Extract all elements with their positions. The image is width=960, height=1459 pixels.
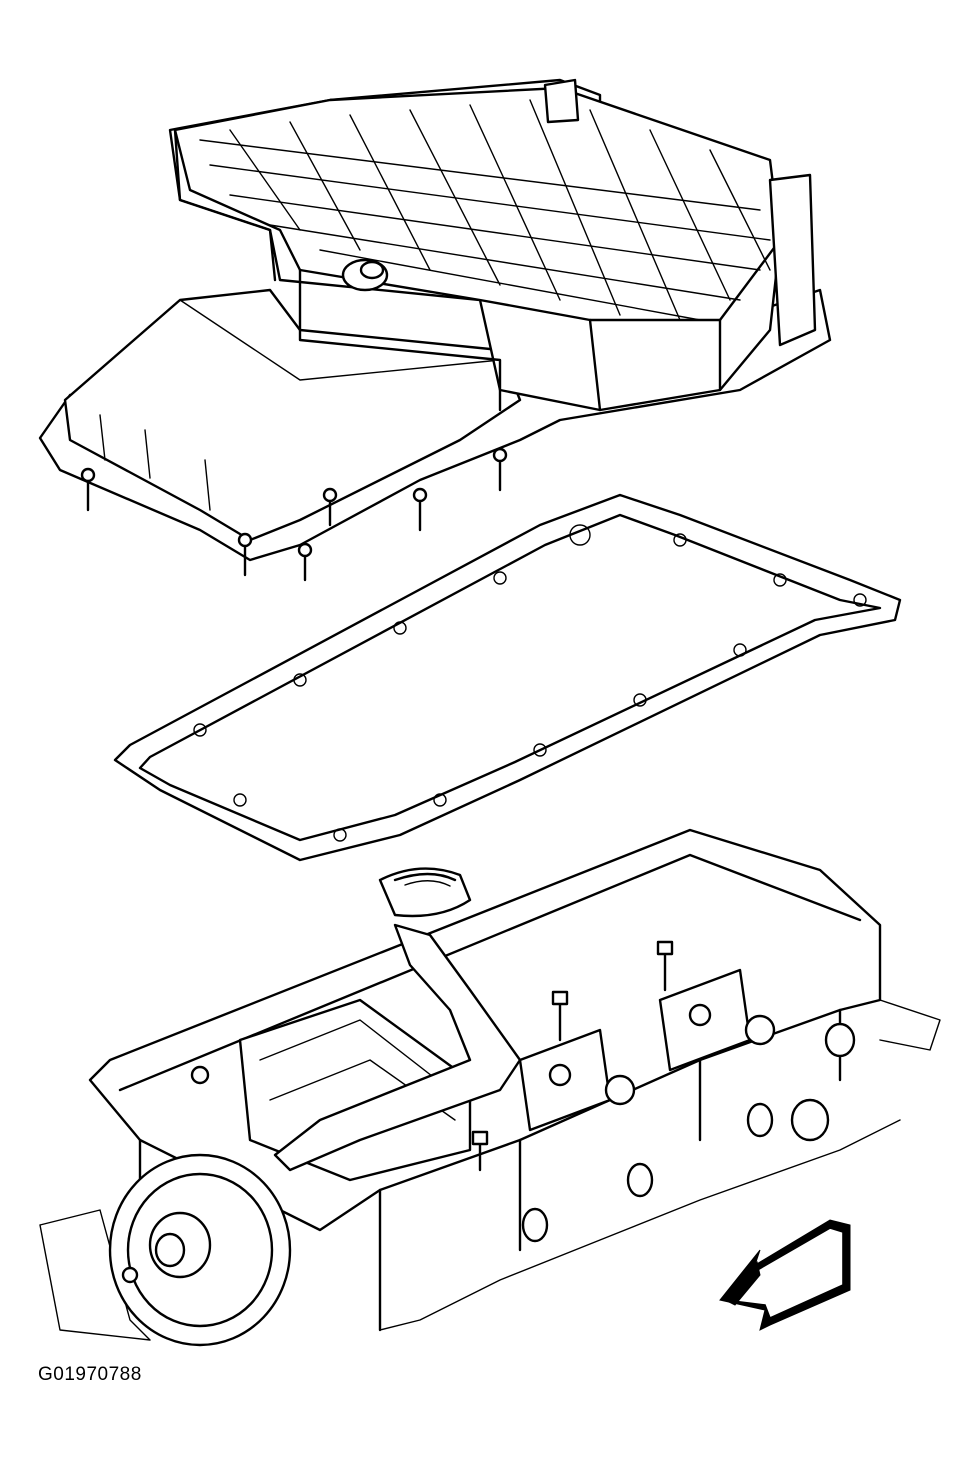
oil-pan-gasket [113, 493, 902, 862]
oil-pan [38, 78, 832, 582]
figure-id-label: G01970788 [38, 1364, 142, 1385]
block-bolts [121, 940, 674, 1284]
oil-pickup-tube [273, 867, 522, 1172]
front-direction-arrow [719, 1219, 851, 1331]
oil-pan-grid [199, 99, 771, 321]
oil-pan-bolts [80, 447, 508, 582]
drain-plug [341, 258, 389, 292]
harmonic-balancer [108, 1153, 292, 1347]
main-bearing-caps [518, 968, 776, 1132]
gasket-bolt-holes [193, 524, 867, 842]
block-ports [521, 1022, 856, 1243]
